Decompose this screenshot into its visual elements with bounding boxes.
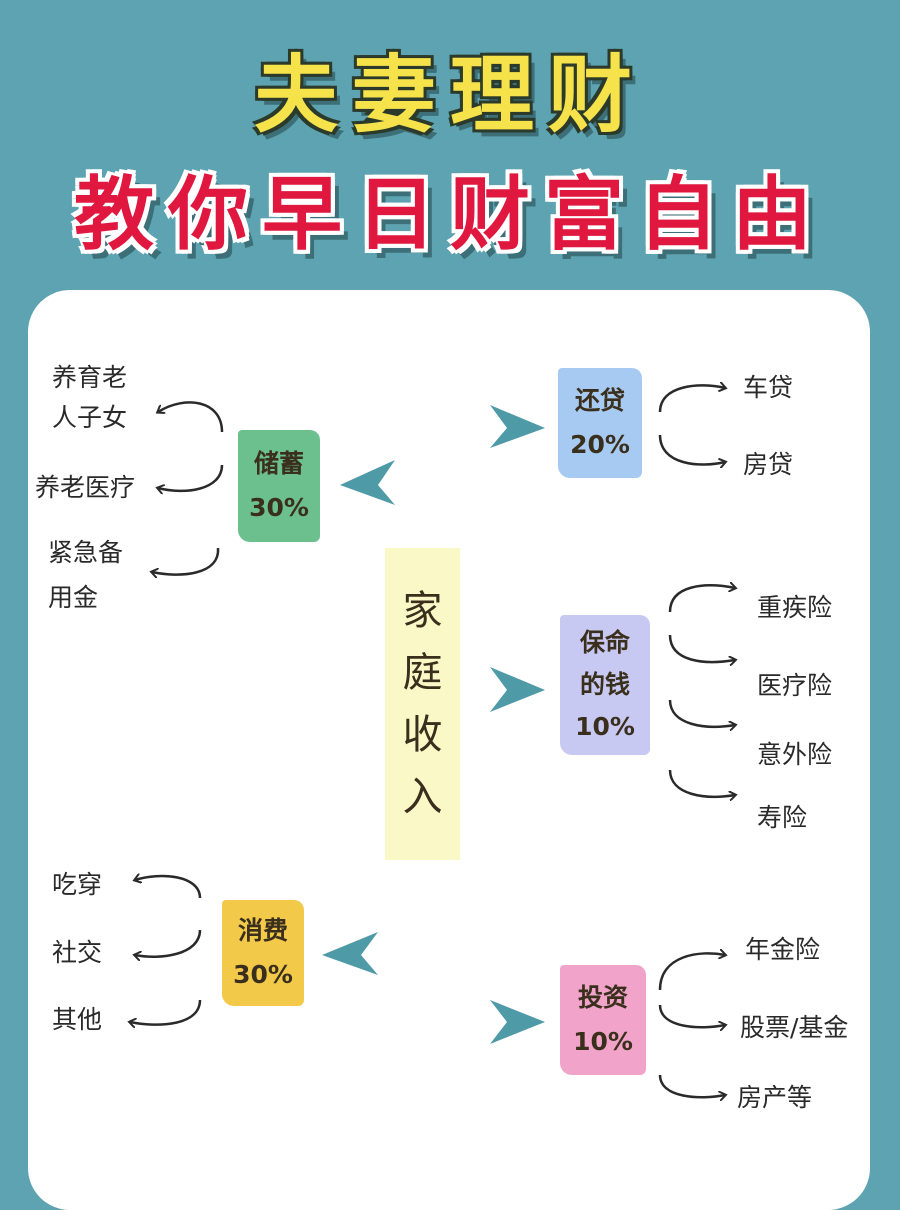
- curve-arrow: [668, 585, 735, 613]
- leaf-label: 房产等: [737, 1083, 813, 1112]
- curve-arrow: [152, 547, 220, 575]
- curve-arrow: [130, 999, 202, 1025]
- arrowhead-to-savings: [340, 460, 395, 505]
- node-label: 保命: [579, 628, 630, 657]
- leaf-label: 养育老: [52, 363, 128, 392]
- leaf-label: 养老医疗: [35, 473, 136, 502]
- center-char: 入: [402, 774, 443, 820]
- node-label: 的钱: [579, 670, 630, 699]
- leaf-label: 用金: [48, 583, 99, 612]
- leaf-label: 医疗险: [757, 671, 833, 700]
- curve-arrow: [658, 953, 725, 991]
- curve-arrow: [658, 1004, 725, 1027]
- leaf-label: 房贷: [743, 450, 794, 479]
- leaf-label: 年金险: [745, 935, 821, 964]
- leaf-label: 其他: [52, 1005, 103, 1034]
- node-label: 储蓄: [253, 449, 304, 478]
- arrowhead-to-consumption: [322, 932, 378, 975]
- leaf-label: 吃穿: [52, 870, 103, 899]
- node-percent: 30%: [249, 493, 309, 522]
- center-node-family-income: 家 庭 收 入: [385, 548, 460, 860]
- curve-arrow: [668, 699, 735, 727]
- center-char: 庭: [402, 650, 443, 696]
- node-consumption: 消费 30%: [222, 900, 304, 1006]
- center-char: 家: [402, 588, 443, 634]
- arrowhead-to-loan: [490, 405, 545, 448]
- node-percent: 20%: [570, 430, 630, 459]
- node-label: 消费: [237, 916, 288, 945]
- curve-arrow: [158, 401, 224, 433]
- leaf-label: 股票/基金: [740, 1013, 849, 1042]
- title-line-2: 教你早日财富自由: [74, 168, 826, 261]
- curve-arrow: [135, 876, 202, 899]
- curve-arrow: [658, 1074, 725, 1097]
- leaf-label: 意外险: [757, 740, 833, 769]
- leaf-label: 重疾险: [757, 593, 833, 622]
- node-loan: 还贷 20%: [558, 368, 642, 478]
- curve-arrow: [158, 464, 224, 491]
- title-line-1: 夫妻理财: [253, 46, 646, 144]
- curve-arrow: [668, 769, 735, 797]
- curve-arrow: [658, 385, 725, 413]
- node-percent: 10%: [573, 1027, 633, 1056]
- arrowhead-to-insurance: [490, 667, 545, 712]
- node-percent: 10%: [575, 712, 635, 741]
- leaf-label: 紧急备: [48, 538, 124, 567]
- node-percent: 30%: [233, 960, 293, 989]
- node-insurance: 保命 的钱 10%: [560, 615, 650, 755]
- arrowhead-to-invest: [490, 1000, 545, 1044]
- curve-arrow: [668, 634, 735, 662]
- leaf-label: 寿险: [757, 803, 808, 832]
- connectors: [0, 0, 900, 1169]
- curve-arrow: [658, 434, 725, 465]
- node-label: 还贷: [574, 386, 625, 415]
- leaf-label: 人子女: [52, 403, 128, 432]
- node-label: 投资: [577, 983, 628, 1012]
- leaf-label: 社交: [52, 938, 103, 967]
- curve-arrow: [135, 929, 202, 957]
- node-savings: 储蓄 30%: [238, 430, 320, 542]
- node-invest: 投资 10%: [560, 965, 646, 1075]
- leaf-label: 车贷: [743, 373, 794, 402]
- center-char: 收: [402, 712, 443, 758]
